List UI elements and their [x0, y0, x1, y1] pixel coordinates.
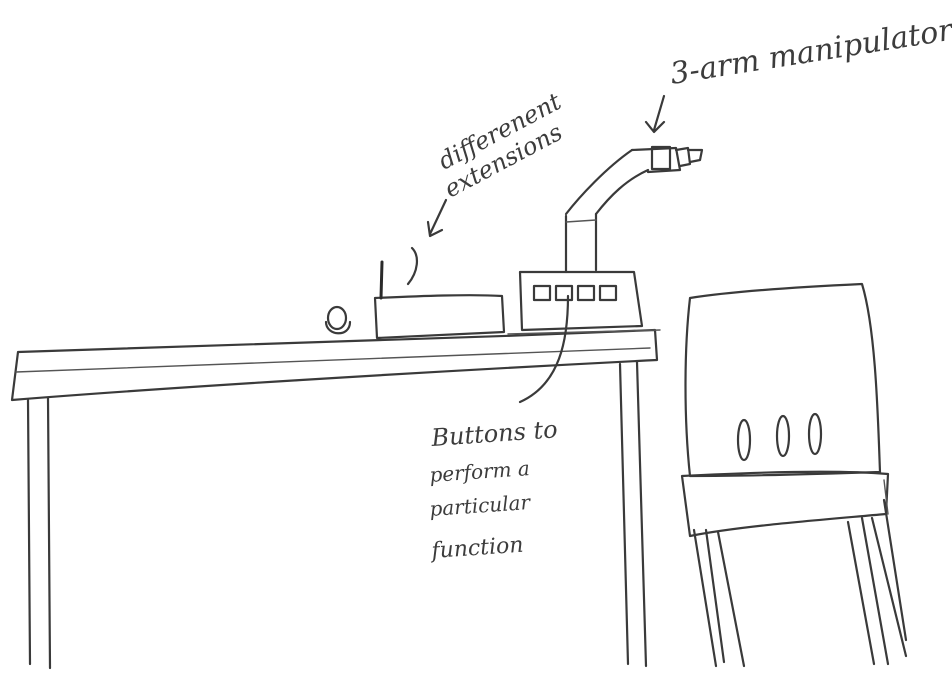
buttons-leader-line: [520, 296, 568, 402]
table-top: [12, 330, 657, 400]
small-object: [326, 307, 350, 333]
extension-box: [375, 248, 504, 338]
chair-legs: [694, 500, 906, 666]
label-buttons-line1: Buttons to: [429, 415, 558, 452]
chair-seat: [682, 472, 888, 536]
manipulator-arrow: [646, 96, 664, 132]
label-buttons-line4: function: [429, 533, 525, 565]
chair-back: [686, 284, 881, 476]
panel-button-3: [578, 286, 594, 300]
chair: [682, 284, 906, 666]
table-leg-right: [620, 362, 646, 666]
panel-button-2: [556, 286, 572, 300]
label-buttons-line3: particular: [429, 490, 533, 521]
extensions-arrow: [428, 200, 446, 236]
label-manipulator: 3-arm manipulator: [668, 12, 952, 91]
button-panel: [508, 272, 660, 334]
label-buttons-line2: perform a: [429, 456, 531, 487]
panel-button-4: [600, 286, 616, 300]
manipulator-arm: [566, 147, 702, 272]
table-leg-left: [28, 398, 50, 668]
table: [12, 330, 657, 668]
antenna: [381, 262, 382, 298]
panel-button-1: [534, 286, 550, 300]
